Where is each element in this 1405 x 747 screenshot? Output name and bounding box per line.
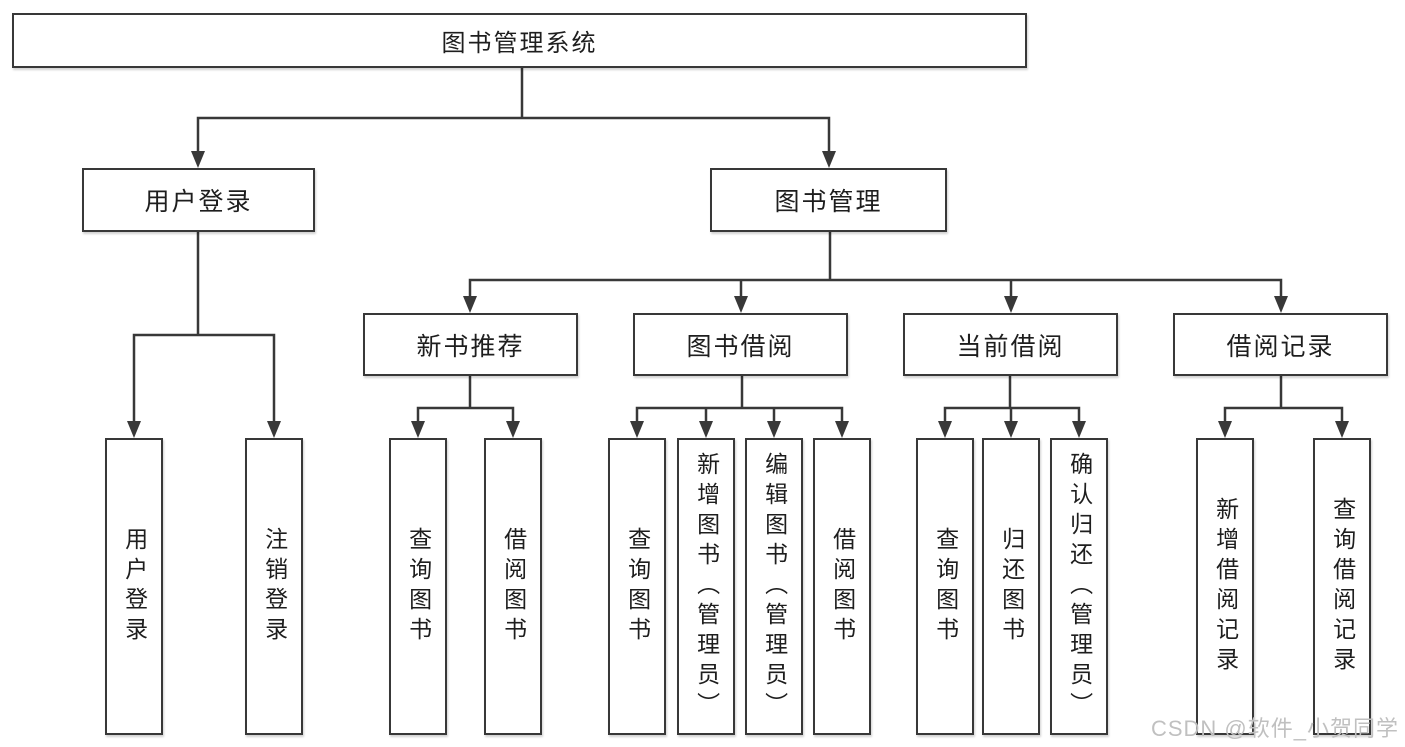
node-new-book-recommendation-label: 新书推荐 (416, 332, 525, 361)
node-root: 图书管理系统 (12, 13, 1027, 68)
leaf-edit-books-admin-label: 编辑图书（管理员） (761, 451, 788, 722)
leaf-borrow-books-borrowing-label: 借阅图书 (829, 526, 856, 647)
leaf-add-borrow-record-label: 新增借阅记录 (1212, 496, 1239, 677)
leaf-query-books-current: 查询图书 (916, 438, 974, 735)
leaf-query-books-current-label: 查询图书 (932, 526, 959, 647)
node-user-login-label: 用户登录 (144, 188, 253, 216)
leaf-return-books-label: 归还图书 (998, 526, 1025, 647)
leaf-add-books-admin: 新增图书（管理员） (677, 438, 735, 735)
node-current-borrowing: 当前借阅 (903, 313, 1118, 376)
leaf-user-login-label: 用户登录 (121, 526, 148, 647)
leaf-query-books-borrowing-label: 查询图书 (624, 526, 651, 647)
leaf-confirm-return-admin-label: 确认归还（管理员） (1066, 451, 1093, 722)
leaf-query-borrow-record: 查询借阅记录 (1313, 438, 1371, 735)
node-book-borrowing-label: 图书借阅 (686, 332, 795, 361)
leaf-logout-login-label: 注销登录 (261, 526, 288, 647)
leaf-query-books-recommend-label: 查询图书 (405, 526, 432, 647)
leaf-borrow-books-recommend: 借阅图书 (484, 438, 542, 735)
leaf-query-books-borrowing: 查询图书 (608, 438, 666, 735)
leaf-query-books-recommend: 查询图书 (389, 438, 447, 735)
leaf-add-borrow-record: 新增借阅记录 (1196, 438, 1254, 735)
leaf-logout-login: 注销登录 (245, 438, 303, 735)
leaf-confirm-return-admin: 确认归还（管理员） (1050, 438, 1108, 735)
leaf-user-login: 用户登录 (105, 438, 163, 735)
node-book-management-label: 图书管理 (774, 188, 883, 216)
node-book-borrowing: 图书借阅 (633, 313, 848, 376)
node-user-login: 用户登录 (82, 168, 315, 232)
leaf-borrow-books-recommend-label: 借阅图书 (500, 526, 527, 647)
node-borrowing-records-label: 借阅记录 (1226, 332, 1335, 361)
watermark: CSDN @软件_小贺同学 (1150, 716, 1399, 741)
leaf-query-borrow-record-label: 查询借阅记录 (1329, 496, 1356, 677)
node-book-management: 图书管理 (710, 168, 947, 232)
node-root-label: 图书管理系统 (441, 30, 598, 57)
leaf-edit-books-admin: 编辑图书（管理员） (745, 438, 803, 735)
node-new-book-recommendation: 新书推荐 (363, 313, 578, 376)
node-borrowing-records: 借阅记录 (1173, 313, 1388, 376)
leaf-borrow-books-borrowing: 借阅图书 (813, 438, 871, 735)
leaf-add-books-admin-label: 新增图书（管理员） (693, 451, 720, 722)
leaf-return-books: 归还图书 (982, 438, 1040, 735)
node-current-borrowing-label: 当前借阅 (956, 332, 1065, 361)
